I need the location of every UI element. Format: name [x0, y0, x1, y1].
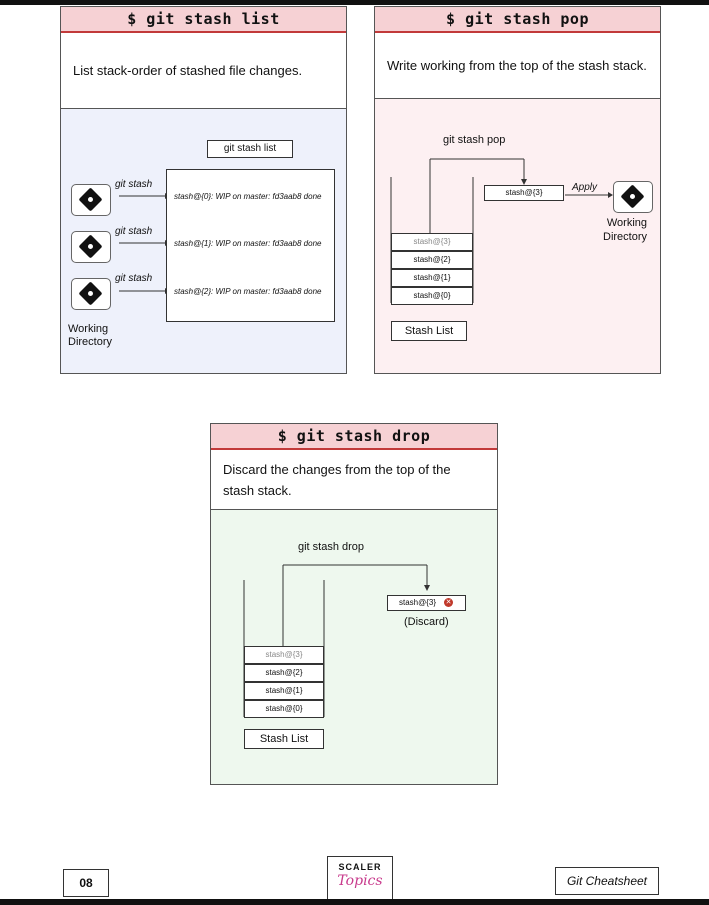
brand-name: SCALER	[338, 862, 382, 872]
stash-list-label: Stash List	[244, 729, 324, 749]
stack-item: stash@{0}	[391, 287, 473, 305]
diagram-area: git stash list git stash git stash git s…	[61, 109, 346, 373]
stack-item: stash@{0}	[244, 700, 324, 718]
stash-entry: stash@{2}: WIP on master: fd3aab8 done	[174, 287, 322, 296]
bottom-border	[0, 899, 709, 905]
stash-label: git stash	[115, 273, 153, 284]
git-icon	[71, 278, 111, 310]
page-number: 08	[63, 869, 109, 897]
card-stash-pop: $ git stash pop Write working from the t…	[374, 6, 661, 374]
card-stash-drop: $ git stash drop Discard the changes fro…	[210, 423, 498, 785]
card-title: $ git stash list	[61, 7, 346, 33]
stash-entry: stash@{1}: WIP on master: fd3aab8 done	[174, 239, 322, 248]
command-label: git stash drop	[298, 541, 365, 553]
card-description: Write working from the top of the stash …	[375, 33, 660, 99]
stash-entries-box	[166, 169, 335, 322]
card-title: $ git stash drop	[211, 424, 497, 450]
stack-item: stash@{1}	[244, 682, 324, 700]
command-label: git stash list	[207, 140, 293, 158]
stack-item: stash@{2}	[244, 664, 324, 682]
dropped-stash: stash@{3}	[387, 595, 466, 611]
command-label: git stash pop	[443, 134, 506, 146]
card-title: $ git stash pop	[375, 7, 660, 33]
brand-tagline: Topics	[337, 873, 383, 889]
card-description: List stack-order of stashed file changes…	[61, 33, 346, 109]
document-title: Git Cheatsheet	[555, 867, 659, 895]
discard-label: (Discard)	[404, 616, 449, 628]
git-icon	[613, 181, 653, 213]
stash-label: git stash	[115, 179, 153, 190]
stash-label: git stash	[115, 226, 153, 237]
stash-entry: stash@{0}: WIP on master: fd3aab8 done	[174, 192, 322, 201]
top-border	[0, 0, 709, 5]
stack-item: stash@{3}	[244, 646, 324, 664]
diagram-area: git stash pop stash@{3} Apply Working Di…	[375, 99, 660, 373]
popped-stash: stash@{3}	[484, 185, 564, 201]
discard-icon: ✕	[444, 598, 453, 607]
card-description: Discard the changes from the top of the …	[211, 450, 497, 510]
stash-list-label: Stash List	[391, 321, 467, 341]
stack-item: stash@{2}	[391, 251, 473, 269]
stack-item: stash@{3}	[391, 233, 473, 251]
git-icon	[71, 231, 111, 263]
diagram-area: git stash drop stash@{3} ✕ (Discard) sta…	[211, 510, 497, 784]
working-directory-label: Working Directory	[68, 323, 113, 348]
git-icon	[71, 184, 111, 216]
card-stash-list: $ git stash list List stack-order of sta…	[60, 6, 347, 374]
working-directory-label: Working Directory	[603, 217, 648, 243]
stack-item: stash@{1}	[391, 269, 473, 287]
apply-label: Apply	[572, 182, 598, 193]
brand-logo: SCALER Topics	[327, 856, 393, 900]
